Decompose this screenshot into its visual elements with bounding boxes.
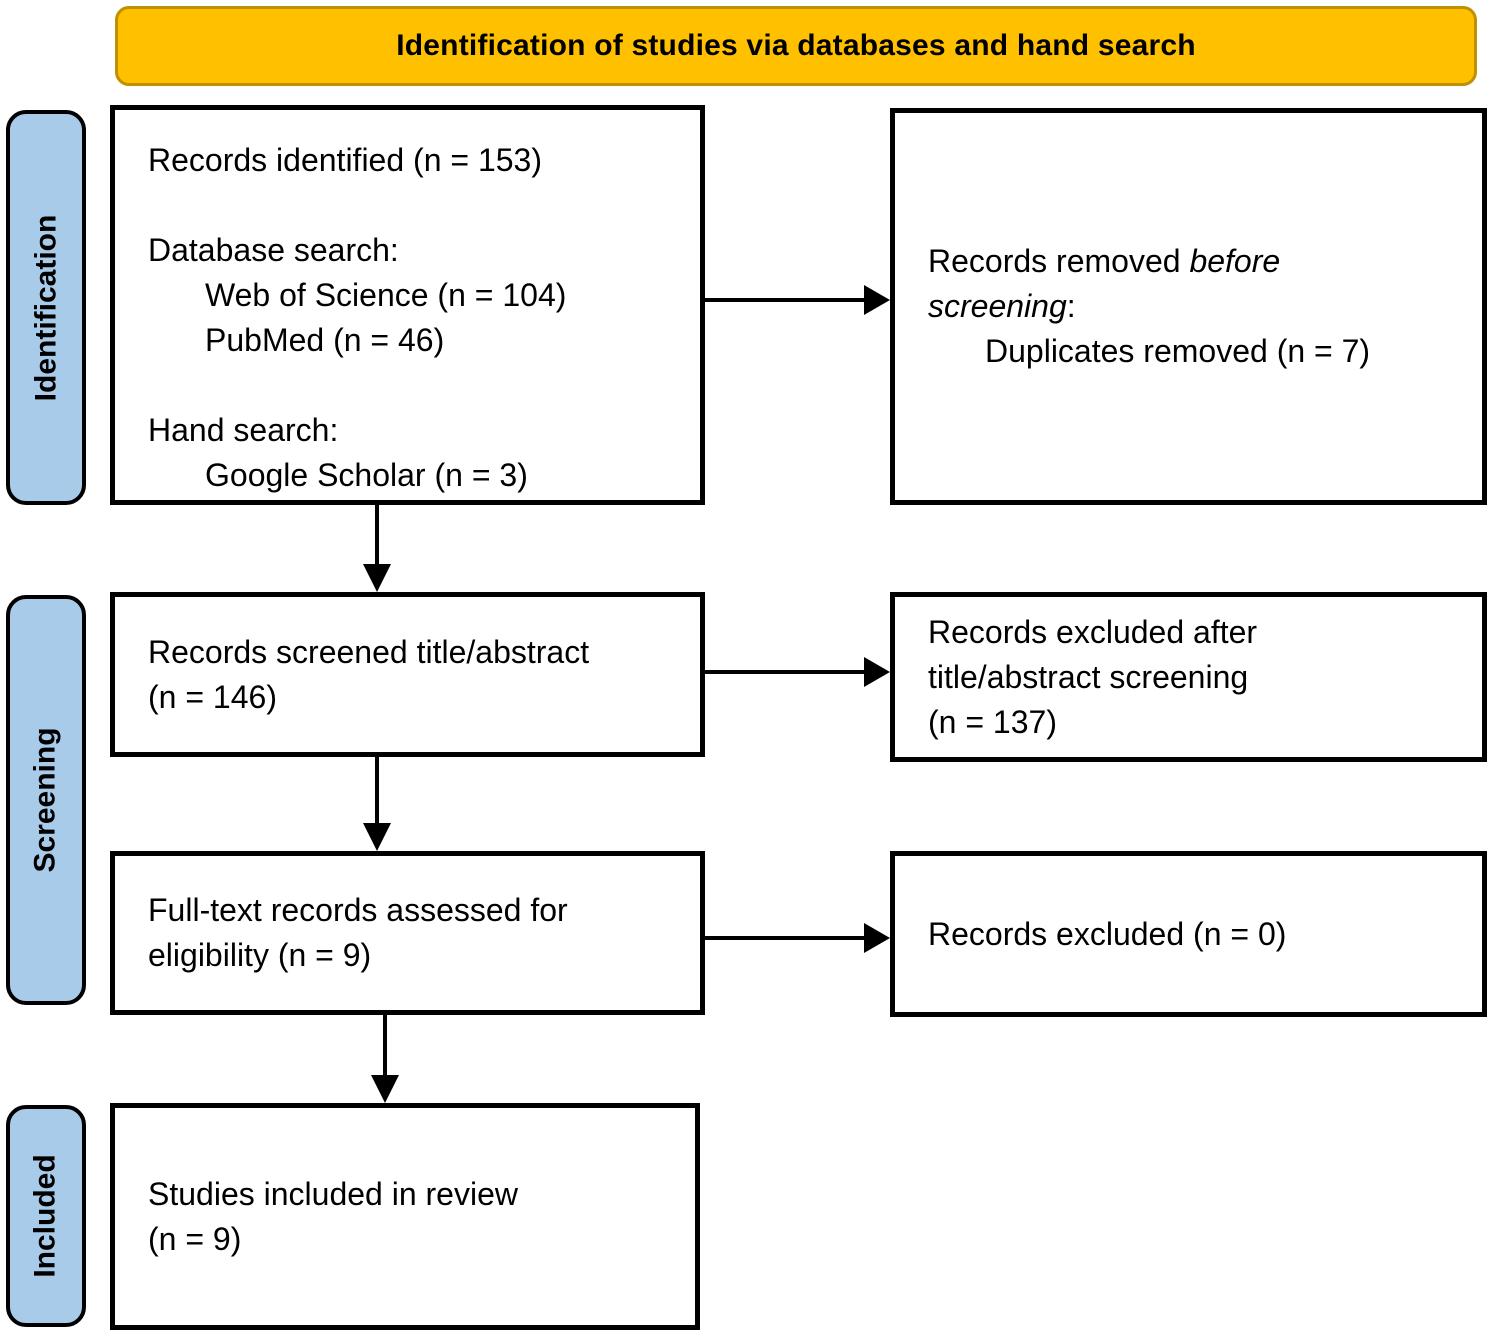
database-search-item: Web of Science (n = 104) (205, 277, 567, 313)
box-studies-included: Studies included in review (n = 9) (110, 1103, 700, 1330)
box-records-removed: Records removed before screening: Duplic… (890, 108, 1487, 505)
box-records-identified: Records identified (n = 153) Database se… (110, 105, 705, 505)
stage-label-included: Included (29, 1154, 62, 1278)
box-records-excluded: Records excluded (n = 0) (890, 851, 1487, 1017)
records-identified-title: Records identified (n = 153) (148, 142, 542, 178)
stage-pill-identification: Identification (6, 110, 86, 505)
stage-label-screening: Screening (29, 727, 62, 873)
text-line: Records excluded (n = 0) (928, 915, 1287, 952)
banner: Identification of studies via databases … (115, 6, 1477, 86)
arrow-right-3-stem (705, 936, 865, 940)
database-search-header: Database search: (148, 232, 399, 268)
stage-pill-included: Included (6, 1105, 86, 1327)
banner-title: Identification of studies via databases … (396, 29, 1196, 62)
arrow-down-3-stem (383, 1015, 387, 1076)
text-line: (n = 137) (928, 703, 1057, 740)
arrow-right-2-stem (705, 670, 865, 674)
text-line: (n = 9) (148, 1220, 242, 1257)
arrow-right-1-stem (705, 298, 865, 302)
arrow-right-2-head (864, 657, 890, 687)
arrow-down-2-stem (375, 757, 379, 824)
text-line: Studies included in review (148, 1175, 518, 1212)
database-search-group: Database search: Web of Science (n = 104… (148, 228, 685, 363)
database-search-item: PubMed (n = 46) (205, 322, 445, 358)
stage-label-identification: Identification (29, 214, 63, 401)
box-fulltext-assessed: Full-text records assessed for eligibili… (110, 851, 705, 1015)
hand-search-header: Hand search: (148, 412, 339, 448)
stage-pill-screening: Screening (6, 595, 86, 1005)
hand-search-group: Hand search: Google Scholar (n = 3) (148, 408, 685, 498)
arrow-right-3-head (864, 923, 890, 953)
arrow-down-3-head (371, 1075, 399, 1103)
text-line: title/abstract screening (928, 658, 1249, 695)
records-removed-suffix: : (1066, 288, 1076, 324)
arrow-down-1-stem (375, 505, 379, 565)
arrow-right-1-head (864, 285, 890, 315)
text-line: (n = 146) (148, 678, 277, 715)
records-removed-prefix: Records removed (928, 243, 1190, 279)
italic-phrase: before screening (928, 243, 1281, 324)
text-line: Records excluded after (928, 613, 1258, 650)
records-removed-text: Records removed before screening: (928, 239, 1398, 329)
arrow-down-2-head (363, 823, 391, 851)
arrow-down-1-head (363, 564, 391, 592)
text-line: Records screened title/abstract (148, 633, 590, 670)
box-records-screened: Records screened title/abstract (n = 146… (110, 592, 705, 757)
box-excluded-title-abstract: Records excluded after title/abstract sc… (890, 592, 1487, 762)
hand-search-item: Google Scholar (n = 3) (205, 457, 528, 493)
text-line: eligibility (n = 9) (148, 937, 372, 973)
duplicates-removed-line: Duplicates removed (n = 7) (985, 333, 1371, 369)
text-line: Full-text records assessed for (148, 892, 568, 928)
